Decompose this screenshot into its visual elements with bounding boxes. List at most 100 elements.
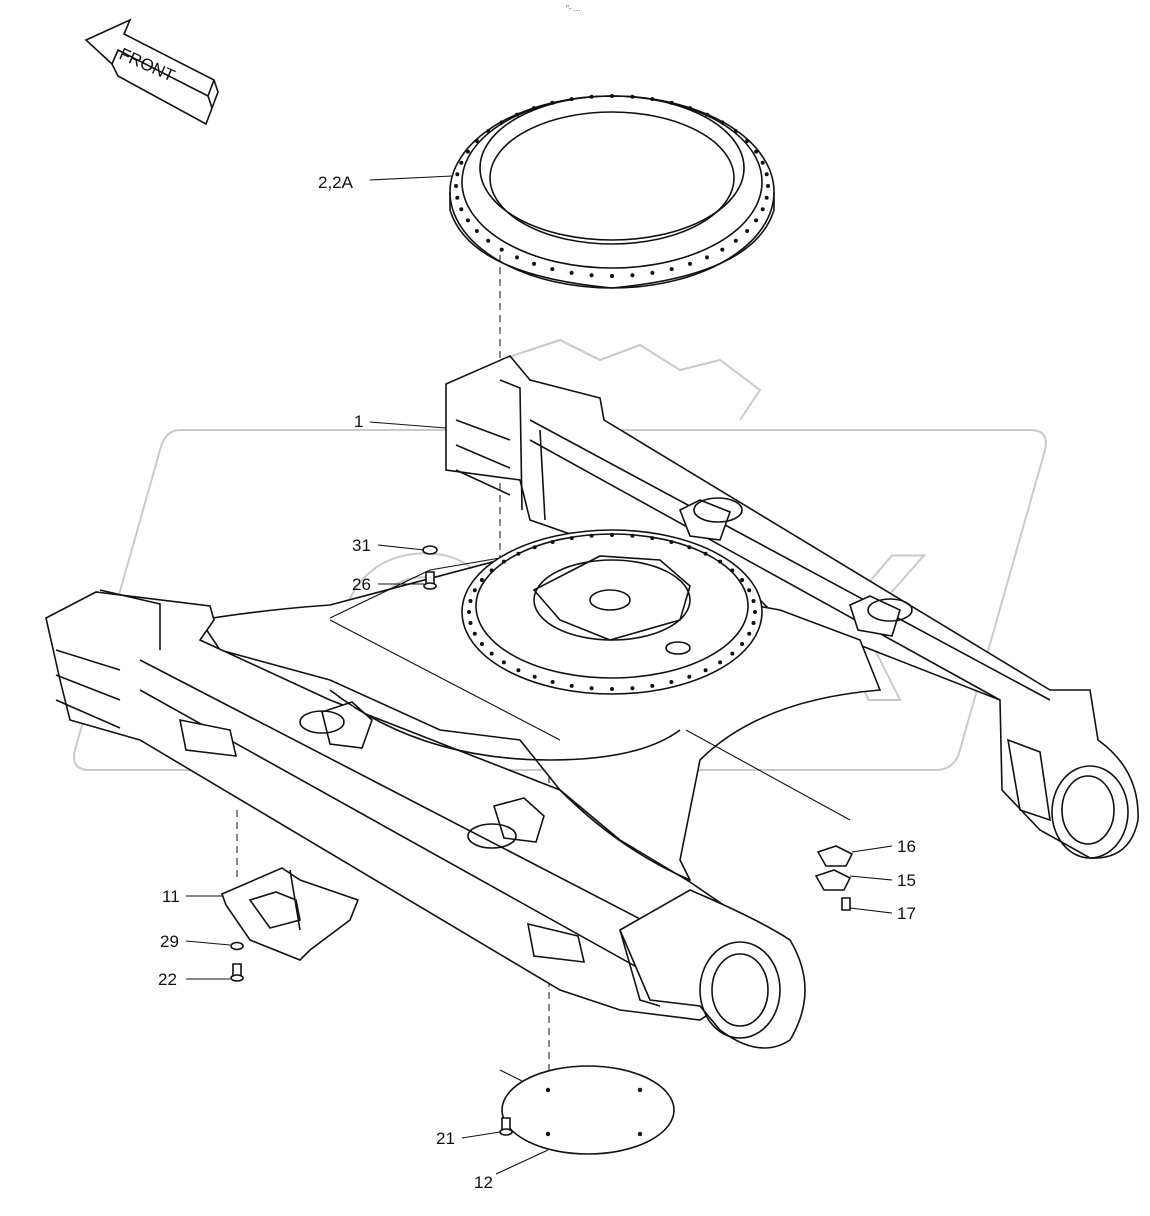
bolt-hole bbox=[740, 578, 745, 582]
bolt-hole bbox=[751, 621, 756, 625]
bolt-hole bbox=[589, 533, 594, 538]
bolt-hole bbox=[669, 540, 674, 544]
bolt-hole bbox=[745, 139, 750, 143]
bolt-hole bbox=[669, 267, 674, 272]
bolt-hole bbox=[516, 551, 521, 556]
track-guide-part bbox=[220, 867, 360, 961]
bolt-hole bbox=[516, 668, 521, 673]
bolt-hole bbox=[745, 229, 750, 233]
callout-11: 11 bbox=[162, 887, 180, 906]
bolt-hole bbox=[718, 559, 723, 564]
bolt-hole bbox=[760, 160, 765, 165]
bolt-hole bbox=[499, 120, 504, 125]
bolt-hole bbox=[589, 94, 594, 99]
bolt-hole bbox=[550, 680, 555, 684]
bolt-hole bbox=[465, 218, 470, 223]
bolt-hole bbox=[754, 218, 759, 223]
callout-16: 16 bbox=[897, 837, 916, 856]
bolt-hole bbox=[720, 120, 725, 125]
bolt-hole bbox=[610, 274, 614, 278]
bolt-hole bbox=[610, 687, 614, 691]
bolt-hole bbox=[720, 247, 725, 252]
bolt-hole bbox=[753, 610, 757, 614]
bolt-hole bbox=[486, 238, 491, 243]
bolt-hole bbox=[467, 610, 471, 614]
cover-plate bbox=[501, 1065, 675, 1155]
bolt-hole bbox=[479, 578, 484, 582]
bolt-hole bbox=[688, 261, 692, 266]
bolt-hole bbox=[718, 660, 723, 665]
bolt-hole bbox=[472, 588, 477, 593]
bolt-hole bbox=[479, 642, 484, 646]
bolt-hole bbox=[669, 680, 674, 684]
bolt-hole bbox=[589, 273, 594, 278]
bolt-hole bbox=[489, 568, 494, 573]
bolt-hole bbox=[501, 559, 506, 564]
bolt-hole bbox=[754, 149, 759, 154]
bolt-hole bbox=[733, 129, 738, 134]
callout-frame: 1 bbox=[354, 412, 363, 431]
bolt-hole bbox=[515, 112, 519, 117]
bolt-hole bbox=[740, 642, 745, 646]
bolt-hole bbox=[501, 660, 506, 665]
callout-31: 31 bbox=[352, 536, 371, 555]
callout-17: 17 bbox=[897, 904, 916, 923]
bolt-hole bbox=[489, 651, 494, 656]
bolt-hole bbox=[486, 129, 491, 134]
bolt-hole bbox=[650, 683, 655, 688]
bolt-hole bbox=[705, 255, 709, 260]
bolt-hole bbox=[550, 540, 555, 544]
bolt-hole bbox=[472, 631, 477, 636]
bolt-hole bbox=[687, 545, 692, 550]
bolt-hole bbox=[703, 551, 708, 556]
bolt-hole bbox=[499, 247, 504, 252]
bolt-hole bbox=[764, 172, 769, 177]
bolt-hole bbox=[630, 94, 635, 99]
bolt-hole bbox=[515, 255, 519, 260]
bolt-hole bbox=[650, 536, 655, 541]
bolt-hole bbox=[703, 668, 708, 673]
bolt-hole bbox=[532, 674, 537, 679]
bolt-hole bbox=[733, 238, 738, 243]
bolt-hole bbox=[569, 97, 574, 102]
bolt-hole bbox=[766, 184, 770, 188]
bolt-hole bbox=[589, 686, 594, 691]
callout-26: 26 bbox=[352, 575, 371, 594]
bolt-hole bbox=[747, 631, 752, 636]
bolt-hole bbox=[630, 533, 635, 538]
bolt-hole bbox=[454, 184, 458, 188]
bolt-hole bbox=[610, 94, 614, 98]
callouts: 2,2A 1 31 26 16 15 17 11 29 22 21 12 bbox=[158, 173, 916, 1192]
top-mark: "- ... bbox=[566, 4, 580, 13]
track-frame bbox=[45, 355, 1139, 1049]
bolt-hole bbox=[532, 106, 536, 111]
bolt-hole bbox=[760, 207, 765, 212]
bolt-hole bbox=[459, 207, 464, 212]
slewing-ring bbox=[449, 94, 775, 289]
bolt-hole bbox=[569, 683, 574, 688]
bolt-hole bbox=[532, 261, 536, 266]
callout-12: 12 bbox=[474, 1173, 493, 1192]
callout-22: 22 bbox=[158, 970, 177, 989]
bolt-hole bbox=[687, 674, 692, 679]
hardware bbox=[230, 545, 854, 1136]
bolt-hole bbox=[730, 651, 735, 656]
callout-21: 21 bbox=[436, 1129, 455, 1148]
bolt-hole bbox=[630, 686, 635, 691]
bolt-hole bbox=[730, 568, 735, 573]
bolt-hole bbox=[669, 100, 674, 105]
bolt-hole bbox=[465, 149, 470, 154]
bolt-hole bbox=[459, 160, 464, 165]
front-arrow: FRONT bbox=[84, 18, 219, 126]
bolt-hole bbox=[532, 545, 537, 550]
bolt-hole bbox=[751, 599, 756, 603]
bolt-hole bbox=[455, 195, 460, 200]
bolt-hole bbox=[455, 172, 460, 177]
bolt-hole bbox=[610, 533, 614, 537]
callout-29: 29 bbox=[160, 932, 179, 951]
bolt-hole bbox=[468, 599, 473, 603]
bolt-hole bbox=[650, 270, 655, 275]
bolt-hole bbox=[569, 536, 574, 541]
bolt-hole bbox=[474, 229, 479, 233]
